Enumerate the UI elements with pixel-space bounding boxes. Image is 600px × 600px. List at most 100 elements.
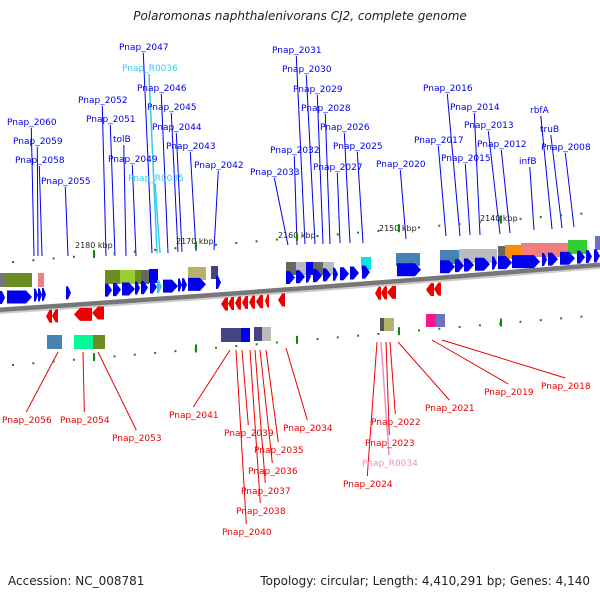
gene-label[interactable]: Pnap_2047: [119, 43, 169, 53]
gene-label[interactable]: Pnap_2034: [283, 424, 333, 434]
gene-label[interactable]: Pnap_2018: [541, 382, 591, 392]
gene-label[interactable]: Pnap_2040: [222, 528, 272, 538]
forward-gene-arrow[interactable]: [135, 281, 140, 295]
gene-label[interactable]: Pnap_2024: [343, 480, 393, 490]
forward-gene-arrow[interactable]: [455, 259, 464, 273]
reverse-gene-arrow[interactable]: [235, 296, 241, 310]
reverse-gene-arrow[interactable]: [242, 296, 248, 310]
gene-label[interactable]: Pnap_2030: [282, 65, 332, 75]
gene-label[interactable]: Pnap_2028: [301, 104, 351, 114]
forward-gene-arrow[interactable]: [350, 266, 359, 280]
gene-label[interactable]: Pnap_2041: [169, 411, 219, 421]
gene-label[interactable]: Pnap_2055: [41, 177, 91, 187]
reverse-gene-arrow[interactable]: [46, 309, 52, 323]
forward-gene-arrow[interactable]: [362, 265, 370, 279]
gene-label[interactable]: Pnap_2045: [147, 103, 197, 113]
forward-gene-arrow[interactable]: [188, 277, 206, 291]
forward-gene-arrow[interactable]: [492, 256, 497, 270]
forward-gene-arrow[interactable]: [577, 250, 585, 264]
gene-label[interactable]: Pnap_2029: [293, 85, 343, 95]
gene-label[interactable]: Pnap_2031: [272, 46, 322, 56]
gene-label[interactable]: Pnap_2032: [270, 146, 320, 156]
reverse-gene-arrow[interactable]: [249, 295, 255, 309]
forward-gene-arrow[interactable]: [333, 267, 338, 281]
gene-label[interactable]: Pnap_2017: [414, 136, 464, 146]
forward-gene-arrow[interactable]: [296, 270, 305, 284]
reverse-gene-arrow[interactable]: [434, 282, 441, 296]
forward-gene-arrow[interactable]: [440, 260, 455, 274]
reverse-gene-arrow[interactable]: [92, 306, 104, 320]
forward-gene-arrow[interactable]: [397, 263, 421, 277]
reverse-gene-arrow[interactable]: [426, 283, 434, 297]
gene-label[interactable]: Pnap_2054: [60, 416, 110, 426]
gene-label[interactable]: infB: [519, 157, 537, 167]
reverse-gene-arrow[interactable]: [387, 285, 396, 299]
gene-label[interactable]: Pnap_2027: [313, 163, 363, 173]
forward-gene-arrow[interactable]: [548, 252, 558, 266]
forward-gene-arrow[interactable]: [122, 282, 135, 296]
gene-label[interactable]: Pnap_2043: [166, 142, 216, 152]
gene-label[interactable]: Pnap_2037: [241, 487, 291, 497]
gene-label[interactable]: Pnap_2023: [365, 439, 415, 449]
reverse-gene-arrow[interactable]: [375, 286, 381, 300]
gene-label[interactable]: Pnap_2016: [423, 84, 473, 94]
forward-gene-arrow[interactable]: [34, 288, 38, 302]
forward-gene-arrow[interactable]: [178, 278, 182, 292]
forward-gene-arrow[interactable]: [498, 256, 512, 270]
gene-label[interactable]: Pnap_2020: [376, 160, 426, 170]
forward-gene-arrow[interactable]: [182, 278, 187, 292]
forward-gene-arrow[interactable]: [42, 288, 46, 302]
forward-gene-arrow[interactable]: [286, 270, 295, 284]
forward-gene-arrow[interactable]: [38, 288, 42, 302]
gene-label[interactable]: Pnap_2056: [2, 416, 52, 426]
gene-label[interactable]: Pnap_2053: [112, 434, 162, 444]
forward-gene-arrow[interactable]: [542, 253, 547, 267]
gene-label[interactable]: Pnap_R0036: [122, 64, 178, 74]
forward-gene-arrow[interactable]: [216, 275, 221, 289]
gene-label[interactable]: Pnap_2012: [477, 140, 527, 150]
reverse-gene-arrow[interactable]: [228, 297, 234, 311]
gene-label[interactable]: Pnap_2013: [464, 121, 514, 131]
forward-gene-arrow[interactable]: [157, 280, 162, 294]
gene-label[interactable]: Pnap_2038: [236, 507, 286, 517]
gene-label[interactable]: Pnap_2033: [250, 168, 300, 178]
gene-label[interactable]: tolB: [113, 135, 131, 145]
forward-gene-arrow[interactable]: [340, 267, 349, 281]
gene-label[interactable]: Pnap_2046: [137, 84, 187, 94]
reverse-gene-arrow[interactable]: [221, 297, 228, 311]
gene-label[interactable]: Pnap_2042: [194, 161, 244, 171]
reverse-gene-arrow[interactable]: [52, 309, 58, 323]
forward-gene-arrow[interactable]: [560, 251, 575, 265]
forward-gene-arrow[interactable]: [66, 286, 71, 300]
forward-gene-arrow[interactable]: [163, 279, 178, 293]
forward-gene-arrow[interactable]: [105, 283, 112, 297]
gene-label[interactable]: Pnap_2025: [333, 142, 383, 152]
gene-label[interactable]: Pnap_2036: [248, 467, 298, 477]
forward-gene-arrow[interactable]: [306, 269, 311, 283]
reverse-gene-arrow[interactable]: [265, 294, 269, 308]
gene-label[interactable]: rbfA: [530, 106, 550, 116]
gene-label[interactable]: Pnap_2021: [425, 404, 475, 414]
reverse-gene-arrow[interactable]: [381, 286, 387, 300]
gene-label[interactable]: Pnap_2014: [450, 103, 500, 113]
forward-gene-arrow[interactable]: [323, 268, 331, 282]
forward-gene-arrow[interactable]: [313, 269, 322, 283]
gene-label[interactable]: Pnap_2044: [152, 123, 202, 133]
forward-gene-arrow[interactable]: [512, 255, 540, 269]
gene-label[interactable]: Pnap_R0035: [128, 174, 184, 184]
forward-gene-arrow[interactable]: [475, 257, 490, 271]
forward-gene-arrow[interactable]: [594, 249, 600, 263]
gene-label[interactable]: Pnap_2051: [86, 115, 136, 125]
forward-gene-arrow[interactable]: [464, 258, 474, 272]
forward-gene-arrow[interactable]: [7, 290, 32, 304]
gene-label[interactable]: Pnap_2026: [320, 123, 370, 133]
forward-gene-arrow[interactable]: [150, 280, 157, 294]
forward-gene-arrow[interactable]: [141, 281, 148, 295]
forward-gene-arrow[interactable]: [113, 283, 121, 297]
reverse-gene-arrow[interactable]: [278, 293, 285, 307]
gene-label[interactable]: Pnap_2035: [254, 446, 304, 456]
gene-label[interactable]: Pnap_2059: [13, 137, 63, 147]
gene-label[interactable]: Pnap_2052: [78, 96, 128, 106]
gene-label[interactable]: Pnap_R0034: [362, 459, 418, 469]
reverse-gene-arrow[interactable]: [74, 307, 92, 321]
